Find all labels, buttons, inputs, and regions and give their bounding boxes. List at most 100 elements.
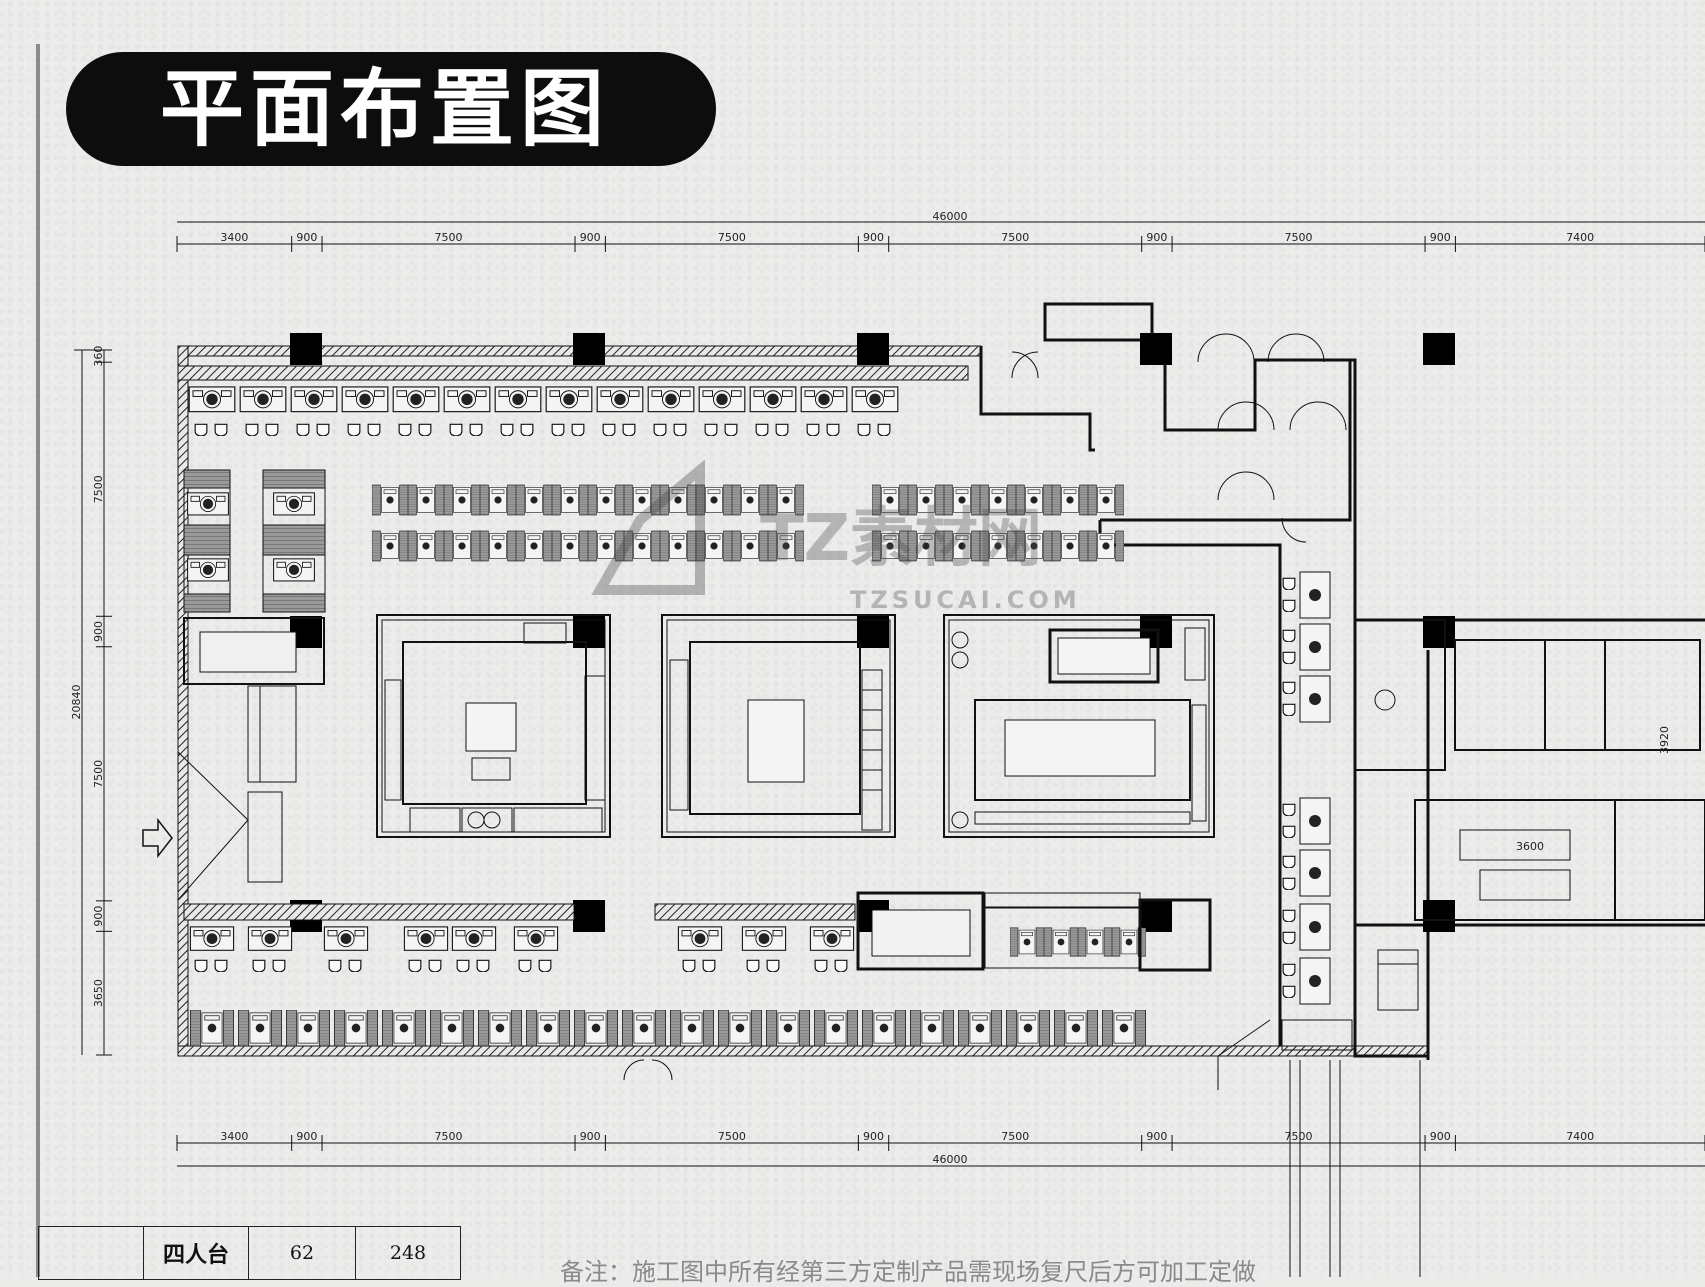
booth-seat	[237, 1010, 283, 1046]
buffet-island-2	[661, 614, 896, 838]
chair	[746, 959, 760, 972]
entrance	[142, 751, 283, 901]
bottom-table-row	[189, 926, 1146, 972]
dim-segment: 900	[1430, 231, 1451, 244]
chair	[476, 959, 490, 972]
booth-seat	[622, 1010, 666, 1046]
chair	[826, 423, 840, 436]
booth-seat	[1052, 530, 1088, 562]
construction-note: 备注：施工图中所有经第三方定制产品需现场复尺后方可加工定做	[560, 1258, 1256, 1286]
dim-segment: 3650	[92, 979, 105, 1007]
four-top-table	[851, 386, 899, 413]
booth-seat	[1078, 927, 1112, 957]
chair	[551, 423, 565, 436]
four-top-table	[290, 386, 338, 413]
chair	[806, 423, 820, 436]
legend-table-type: 四人台	[143, 1226, 249, 1280]
four-top-table	[596, 386, 644, 413]
chair	[1282, 855, 1296, 868]
dim-segment: 7500	[1285, 1130, 1313, 1143]
booth-seat	[1052, 484, 1088, 516]
booth-seat	[285, 1010, 331, 1046]
four-top-table	[677, 926, 723, 951]
page-title: 平面布置图	[160, 60, 611, 158]
four-top-table	[189, 926, 235, 951]
booth-seat	[910, 1010, 954, 1046]
four-top-table	[698, 386, 746, 413]
dim-segment: 7500	[1001, 231, 1029, 244]
chair	[449, 423, 463, 436]
lower-wall-band	[183, 891, 1212, 972]
four-top-table	[800, 386, 848, 413]
side-table-marker	[1309, 867, 1321, 879]
dim-segment: 900	[863, 1130, 884, 1143]
booth-seat	[552, 530, 588, 562]
four-top-table	[741, 926, 787, 951]
top-table-row	[188, 386, 899, 436]
booth-seat	[480, 530, 516, 562]
booth-seat	[1044, 927, 1078, 957]
dim-segment: 3400	[220, 1130, 248, 1143]
four-top-table	[403, 926, 449, 951]
chair	[398, 423, 412, 436]
dim-segment: 900	[580, 231, 601, 244]
booth-seat	[189, 1010, 235, 1046]
booth-seat	[408, 530, 444, 562]
dim-segment: 900	[92, 621, 105, 642]
frame-rule	[36, 44, 40, 1277]
booth-seat	[516, 530, 552, 562]
bottom-booth-strip	[189, 1010, 1146, 1046]
side-table-marker	[1309, 641, 1321, 653]
chair	[500, 423, 514, 436]
chair	[814, 959, 828, 972]
booth-seat	[1010, 927, 1044, 957]
chair	[214, 959, 228, 972]
chair	[1282, 985, 1296, 998]
chair	[1282, 703, 1296, 716]
buffet-island-1	[376, 614, 611, 838]
dim-segment: 7500	[1285, 231, 1313, 244]
chair	[602, 423, 616, 436]
right-corridor-seating	[1282, 571, 1331, 1005]
chair	[469, 423, 483, 436]
title-banner: 平面布置图	[66, 52, 716, 166]
dim-segment: 900	[1146, 1130, 1167, 1143]
side-table	[1299, 797, 1331, 845]
legend-cell-blank	[38, 1226, 144, 1280]
chair	[1282, 877, 1296, 890]
booth-seat	[574, 1010, 618, 1046]
chair	[1282, 681, 1296, 694]
four-top-table	[392, 386, 440, 413]
chair	[520, 423, 534, 436]
booth-seat	[588, 484, 624, 516]
chair	[622, 423, 636, 436]
chair	[538, 959, 552, 972]
booth-seat	[408, 484, 444, 516]
chair	[766, 959, 780, 972]
chair	[1282, 963, 1296, 976]
buffet-island-3	[943, 614, 1215, 838]
booth-seat	[766, 1010, 810, 1046]
chair	[418, 423, 432, 436]
chair	[367, 423, 381, 436]
chair	[877, 423, 891, 436]
booth-seat	[444, 484, 480, 516]
chair	[1282, 803, 1296, 816]
four-top-table	[341, 386, 389, 413]
chair	[348, 959, 362, 972]
dim-segment: 3400	[220, 231, 248, 244]
booth-seat	[333, 1010, 379, 1046]
chair	[328, 959, 342, 972]
four-top-table	[647, 386, 695, 413]
legend-table: 四人台 62 248	[38, 1226, 461, 1280]
dim-segment: 360	[92, 346, 105, 367]
four-top-table	[494, 386, 542, 413]
chair	[571, 423, 585, 436]
chair	[347, 423, 361, 436]
chair	[408, 959, 422, 972]
side-table-marker	[1309, 589, 1321, 601]
booth-seat	[444, 530, 480, 562]
